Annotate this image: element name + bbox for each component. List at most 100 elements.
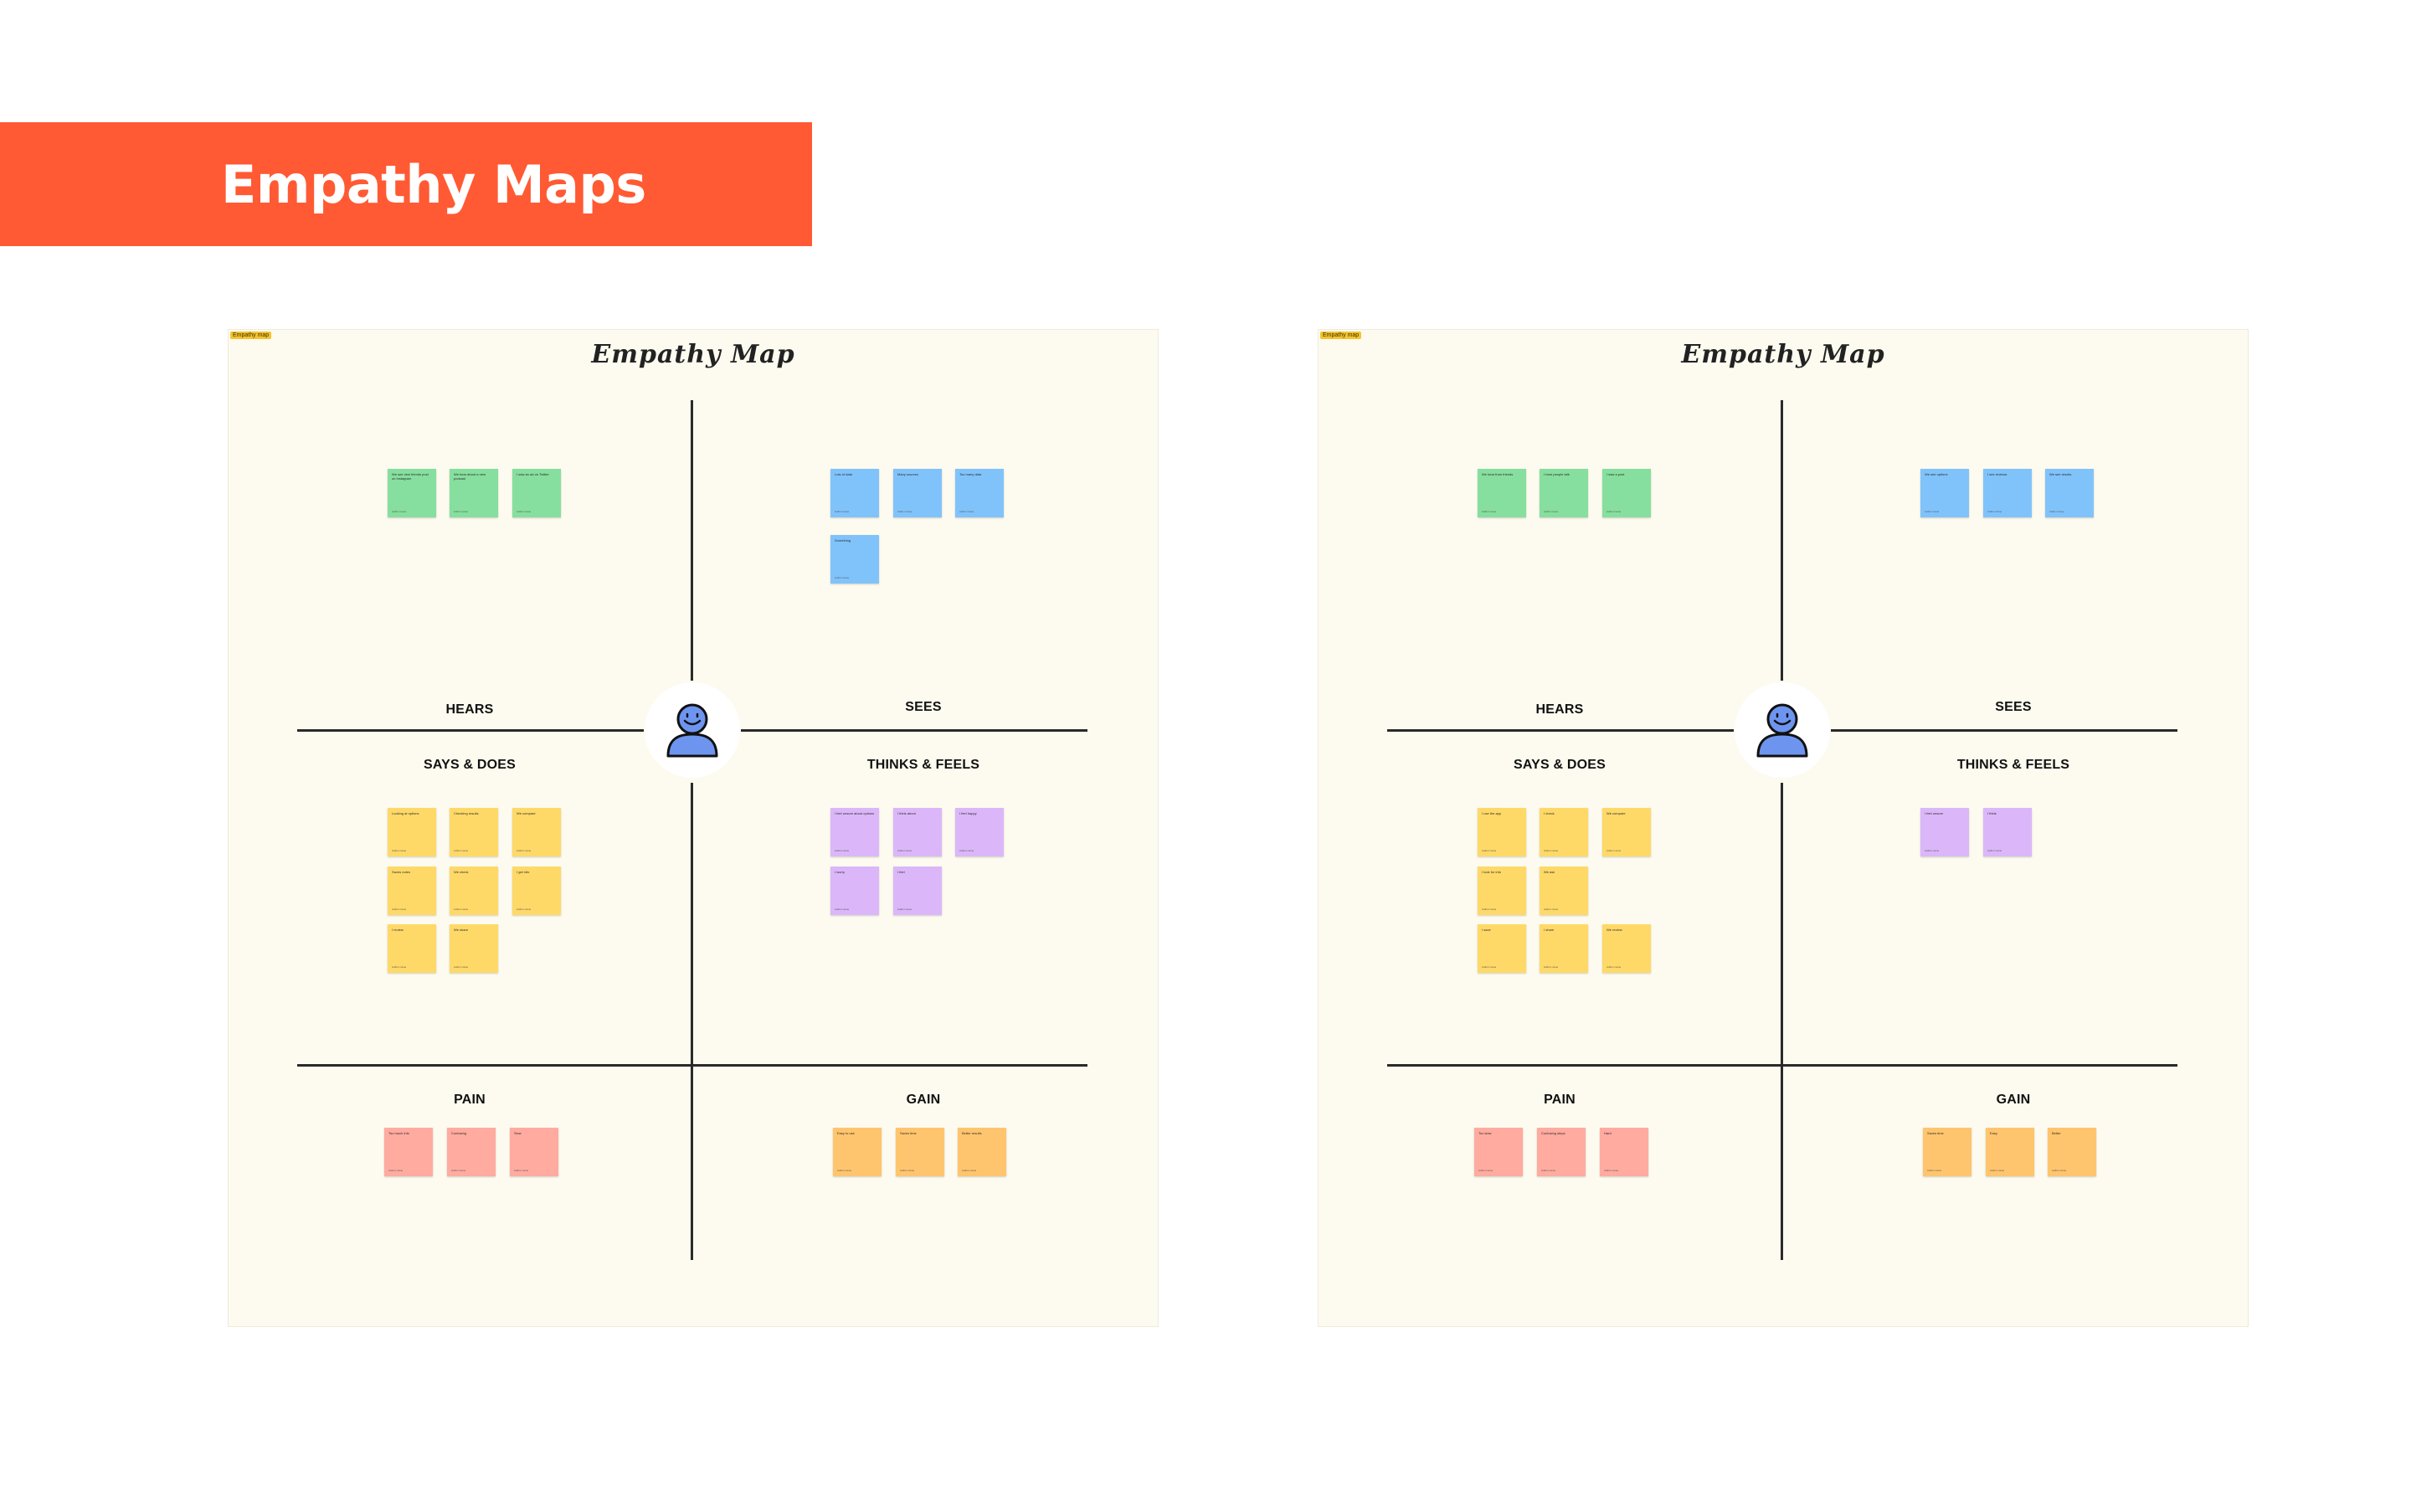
sticky-note-text: Too slow	[1478, 1131, 1492, 1135]
label-pain: PAIN	[454, 1093, 486, 1107]
sticky-note-text: I saw a post	[1606, 472, 1625, 476]
divider-horizontal-left	[1387, 729, 1734, 732]
sticky-note-text: I worry	[835, 870, 845, 874]
sticky-note-text: Saves time	[1927, 1131, 1944, 1135]
sticky-note-author: Author name	[454, 849, 469, 852]
sticky-note-text: Slow	[514, 1131, 522, 1135]
sticky-note-text: I check	[1544, 811, 1555, 815]
label-sees: SEES	[1995, 700, 2032, 714]
sticky-note-text: Confusing	[451, 1131, 467, 1135]
sticky-note-author: Author name	[900, 1169, 915, 1172]
sticky-note-author: Author name	[517, 849, 532, 852]
label-hears: HEARS	[1535, 702, 1584, 717]
sticky-note-text: Many sources	[897, 472, 918, 476]
sticky-note-author: Author name	[1604, 1169, 1619, 1172]
sticky-note-text: I get info	[517, 870, 530, 874]
sticky-note-text: We check	[454, 870, 469, 874]
sticky-note-text: I feel unsure about options	[835, 811, 875, 815]
divider-vertical-top	[1781, 400, 1783, 681]
sticky-note-text: Hard	[1604, 1131, 1612, 1135]
sticky-note-text: I use the app	[1482, 811, 1502, 815]
label-thinks-feels: THINKS & FEELS	[1956, 758, 2070, 772]
sticky-note-text: We hear from friends	[1482, 472, 1514, 476]
sticky-note-author: Author name	[835, 908, 850, 911]
sticky-note-author: Author name	[959, 849, 974, 852]
sticky-note-author: Author name	[1482, 849, 1497, 852]
sticky-note-text: Looking at options	[392, 811, 419, 815]
empathy-map-board-1[interactable]: Empathy map Empathy Map HEARS SEES SAYS …	[228, 329, 1159, 1327]
frame-tag[interactable]: Empathy map	[1320, 332, 1362, 339]
sticky-note-author: Author name	[1606, 849, 1622, 852]
sticky-note-author: Author name	[1541, 1169, 1556, 1172]
persona-avatar	[1735, 682, 1830, 778]
sticky-note-author: Author name	[517, 908, 532, 911]
label-says-does: SAYS & DOES	[423, 758, 517, 772]
sticky-note-text: Easy	[1990, 1131, 1997, 1135]
empathy-map-board-2[interactable]: Empathy map Empathy Map HEARS SEES SAYS …	[1318, 329, 2249, 1327]
sticky-note-author: Author name	[2049, 510, 2064, 513]
sticky-note-text: Too many data	[959, 472, 982, 476]
frame-tag[interactable]: Empathy map	[230, 332, 272, 339]
sticky-note-author: Author name	[1925, 849, 1940, 852]
sticky-note-author: Author name	[392, 908, 407, 911]
sticky-note-author: Author name	[1544, 849, 1559, 852]
divider-vertical-bottom	[1781, 783, 1783, 1260]
sticky-note-text: Saves notes	[392, 870, 411, 874]
sticky-note-text: I feel unsure	[1925, 811, 1944, 815]
sticky-note-text: Easy to use	[837, 1131, 855, 1135]
sticky-note-text: I hear people talk	[1544, 472, 1570, 476]
sticky-note-author: Author name	[517, 510, 532, 513]
sticky-note-text: We compare	[517, 811, 536, 815]
divider-horizontal-right	[741, 729, 1087, 732]
